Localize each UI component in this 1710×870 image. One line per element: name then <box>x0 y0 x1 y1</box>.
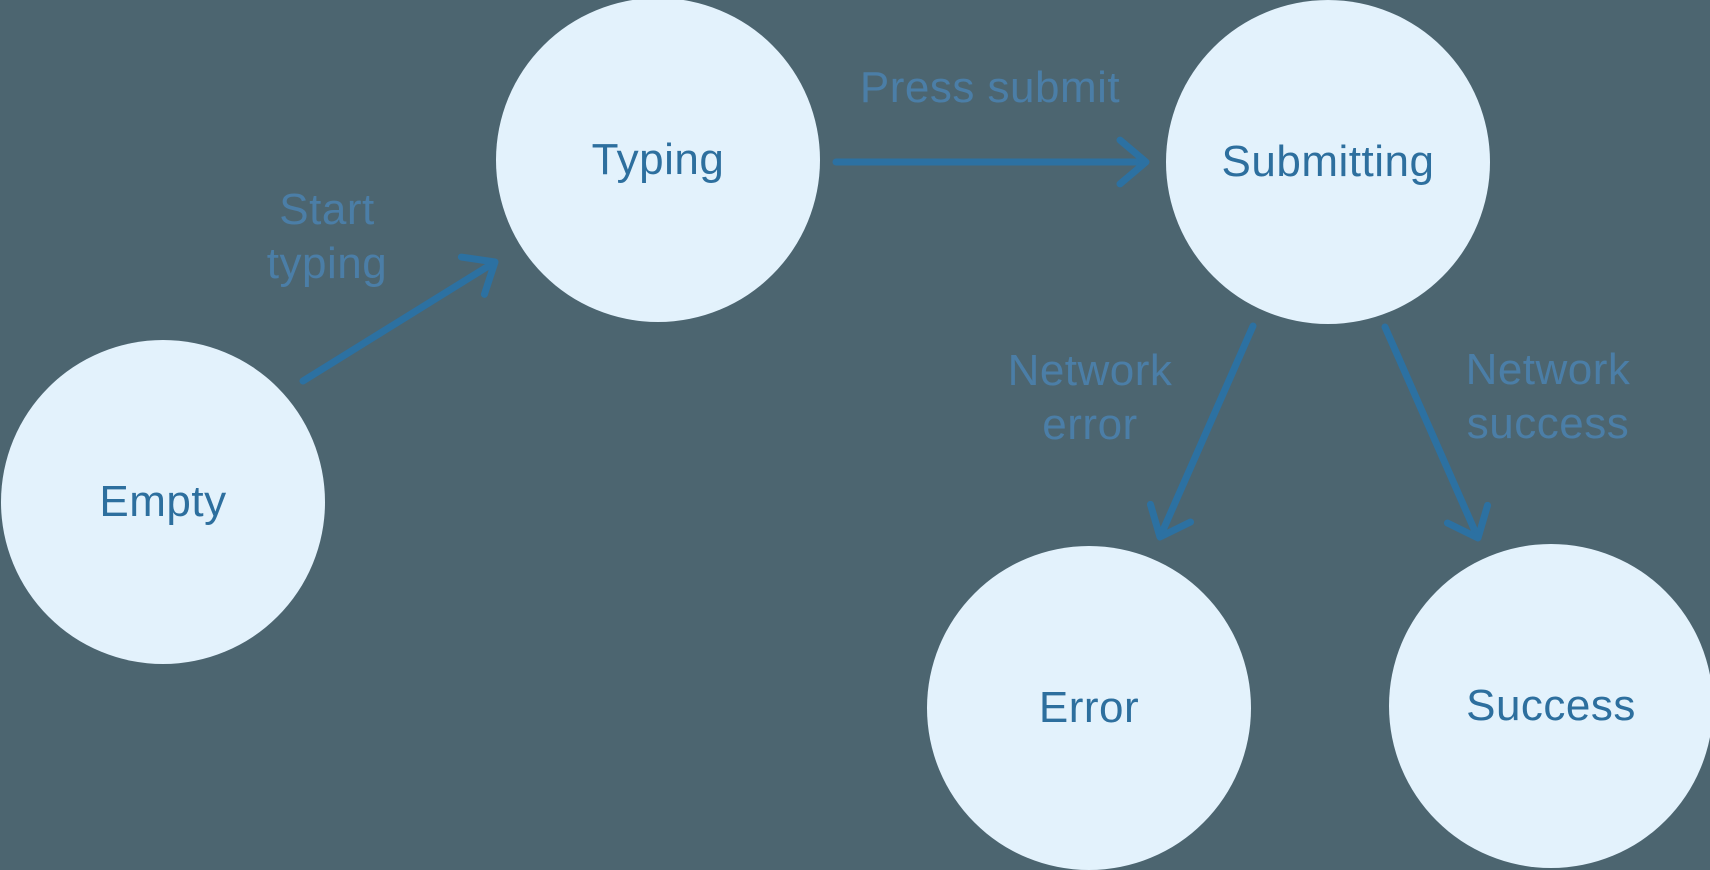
node-success: Success <box>1389 544 1710 868</box>
edge-label-start-typing: Start typing <box>266 185 388 288</box>
node-submitting: Submitting <box>1166 0 1490 324</box>
edge-label-network-error: Network error <box>1007 346 1173 449</box>
edge-label-press-submit: Press submit <box>859 63 1121 112</box>
node-label-success: Success <box>1466 681 1636 730</box>
node-label-error: Error <box>1038 683 1140 732</box>
arrow-typing-to-submitting <box>832 136 1150 188</box>
node-typing: Typing <box>496 0 820 322</box>
arrow-submitting-to-success <box>1381 323 1492 542</box>
node-label-submitting: Submitting <box>1221 137 1435 186</box>
edge-label-network-success: Network success <box>1465 345 1631 448</box>
arrow-submitting-to-error <box>1146 322 1257 541</box>
node-empty: Empty <box>1 340 325 664</box>
node-label-empty: Empty <box>99 477 227 526</box>
node-label-typing: Typing <box>591 135 725 184</box>
arrow-empty-to-typing <box>299 253 499 385</box>
node-error: Error <box>927 546 1251 870</box>
